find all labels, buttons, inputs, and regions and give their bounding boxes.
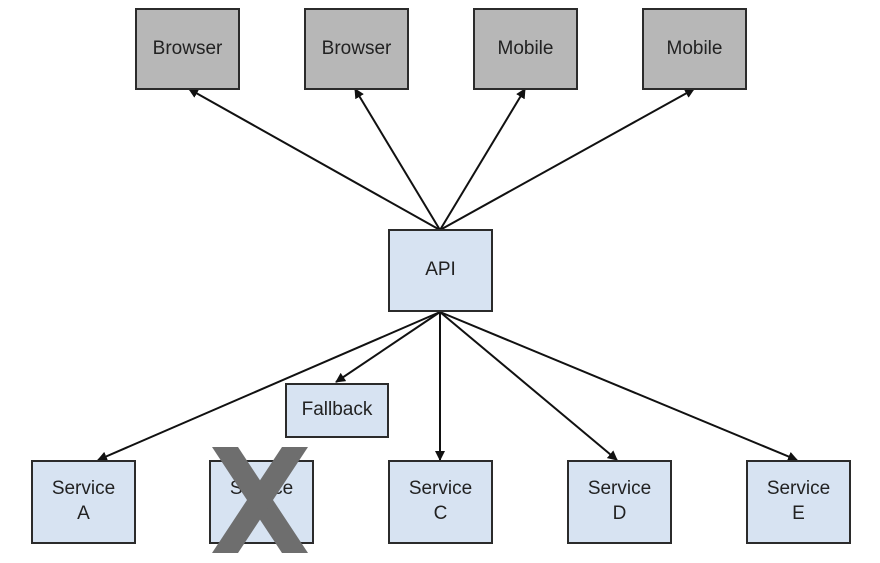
service-label: Service bbox=[51, 478, 116, 500]
arrow-api-to-browser-1 bbox=[188, 88, 441, 231]
service-letter: A bbox=[77, 503, 90, 524]
arrow-api-to-service-e bbox=[439, 311, 798, 462]
failure-x-icon bbox=[212, 447, 308, 553]
service-label: Service bbox=[408, 478, 473, 500]
service-letter: C bbox=[433, 503, 448, 524]
service-e-node: Service E bbox=[746, 460, 851, 544]
arrow-api-to-service-d bbox=[439, 311, 618, 461]
arrow-api-to-mobile-1 bbox=[439, 88, 526, 231]
client-label: Mobile bbox=[666, 37, 723, 59]
arrow-api-to-mobile-2 bbox=[439, 88, 695, 231]
client-label: Browser bbox=[321, 37, 392, 59]
api-label: API bbox=[425, 259, 456, 281]
client-browser-1: Browser bbox=[135, 8, 240, 90]
arrow-api-to-browser-2 bbox=[354, 88, 441, 231]
service-letter: E bbox=[792, 503, 805, 524]
api-node: API bbox=[388, 229, 493, 312]
arrow-api-to-fallback bbox=[335, 311, 441, 383]
arrow-api-to-service-a bbox=[97, 311, 441, 462]
service-d-node: Service D bbox=[567, 460, 672, 544]
fallback-label: Fallback bbox=[301, 399, 373, 421]
client-label: Mobile bbox=[497, 37, 554, 59]
client-mobile-1: Mobile bbox=[473, 8, 578, 90]
service-label: Service bbox=[587, 478, 652, 500]
client-label: Browser bbox=[152, 37, 223, 59]
fallback-node: Fallback bbox=[285, 383, 389, 438]
service-label: Service bbox=[766, 478, 831, 500]
service-c-node: Service C bbox=[388, 460, 493, 544]
client-browser-2: Browser bbox=[304, 8, 409, 90]
service-a-node: Service A bbox=[31, 460, 136, 544]
client-mobile-2: Mobile bbox=[642, 8, 747, 90]
service-letter: D bbox=[612, 503, 627, 524]
